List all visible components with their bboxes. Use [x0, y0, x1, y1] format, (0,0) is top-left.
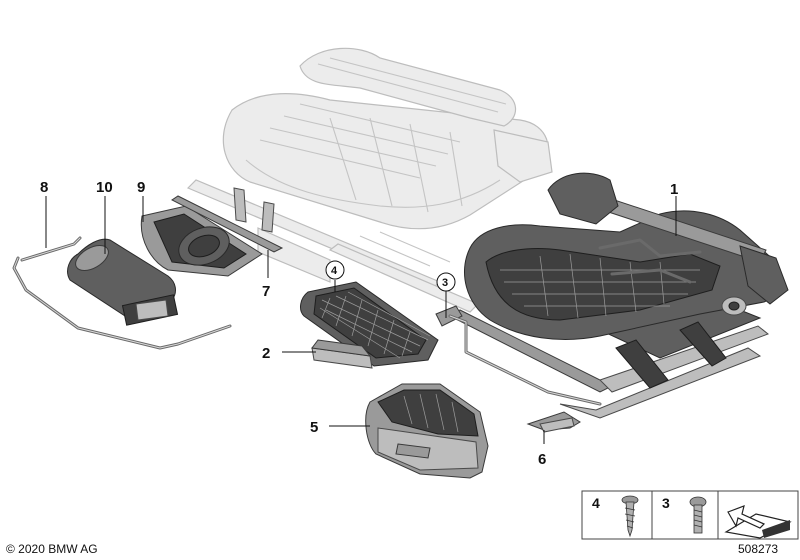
callout-1: 1 [670, 181, 678, 198]
image-number: 508273 [738, 542, 778, 556]
clip-part-6 [526, 411, 581, 433]
wire-spring-part-8 [12, 236, 232, 350]
housing-part-9 [140, 205, 263, 277]
callout-3-circle [436, 272, 456, 292]
machine-screw-icon [689, 496, 707, 534]
callout-4-circle [325, 260, 345, 280]
leader-lines [45, 196, 677, 444]
front-cushion-part-5 [365, 383, 489, 479]
callout-3: 3 [442, 277, 448, 289]
callout-4: 4 [331, 265, 338, 277]
callout-9: 9 [137, 179, 145, 196]
orientation-arrow-icon [724, 505, 792, 539]
legend-number-4: 4 [592, 495, 600, 511]
callout-6: 6 [538, 451, 546, 468]
self-tapping-screw-icon [621, 495, 639, 538]
ghost-seat-frame [186, 47, 553, 313]
mesh-plate-part-4 [300, 281, 439, 367]
cushion-roll-part-10 [67, 238, 179, 326]
bracket-part-7 [171, 187, 284, 253]
bracket-part-2 [311, 339, 373, 369]
callout-5: 5 [310, 419, 318, 436]
callout-2: 2 [262, 345, 270, 362]
seat-frame-part-1 [448, 172, 789, 419]
copyright-text: © 2020 BMW AG [6, 542, 98, 556]
hardware-legend: 4 3 [581, 490, 799, 540]
callout-7: 7 [262, 283, 270, 300]
callout-10: 10 [96, 179, 113, 196]
callout-8: 8 [40, 179, 48, 196]
rod-part-3 [435, 305, 602, 406]
legend-number-3: 3 [662, 495, 670, 511]
